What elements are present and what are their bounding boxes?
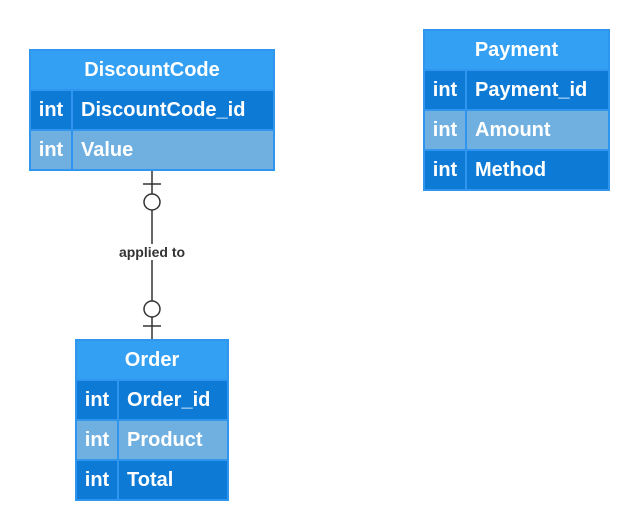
attribute-row[interactable]: int Product [77, 419, 227, 459]
entity-payment[interactable]: Payment int Payment_id int Amount int Me… [423, 29, 610, 191]
attribute-row[interactable]: int Amount [425, 109, 608, 149]
attribute-type: int [77, 381, 119, 419]
order-end-circle [143, 300, 161, 318]
attribute-name: Payment_id [475, 79, 588, 101]
attribute-name: DiscountCode_id [81, 99, 246, 121]
entity-title: Payment [425, 31, 608, 69]
relationship-label[interactable]: applied to [102, 244, 202, 260]
attribute-row[interactable]: int Total [77, 459, 227, 499]
attribute-type: int [77, 461, 119, 499]
entity-discountcode[interactable]: DiscountCode int DiscountCode_id int Val… [29, 49, 275, 171]
attribute-name: Product [127, 429, 203, 451]
attribute-type: int [425, 151, 467, 189]
discountcode-end-circle [143, 193, 161, 211]
entity-order[interactable]: Order int Order_id int Product int Total [75, 339, 229, 501]
entity-title: Order [77, 341, 227, 379]
attribute-type: int [31, 131, 73, 169]
attribute-name: Method [475, 159, 547, 181]
attribute-type: int [31, 91, 73, 129]
attribute-row[interactable]: int DiscountCode_id [31, 89, 273, 129]
attribute-type: int [425, 111, 467, 149]
attribute-row[interactable]: int Payment_id [425, 69, 608, 109]
attribute-name: Amount [475, 119, 551, 141]
attribute-name: Total [127, 469, 174, 491]
attribute-row[interactable]: int Value [31, 129, 273, 169]
entity-title: DiscountCode [31, 51, 273, 89]
attribute-name: Value [81, 139, 134, 161]
attribute-name: Order_id [127, 389, 211, 411]
attribute-type: int [77, 421, 119, 459]
attribute-row[interactable]: int Method [425, 149, 608, 189]
attribute-type: int [425, 71, 467, 109]
attribute-row[interactable]: int Order_id [77, 379, 227, 419]
